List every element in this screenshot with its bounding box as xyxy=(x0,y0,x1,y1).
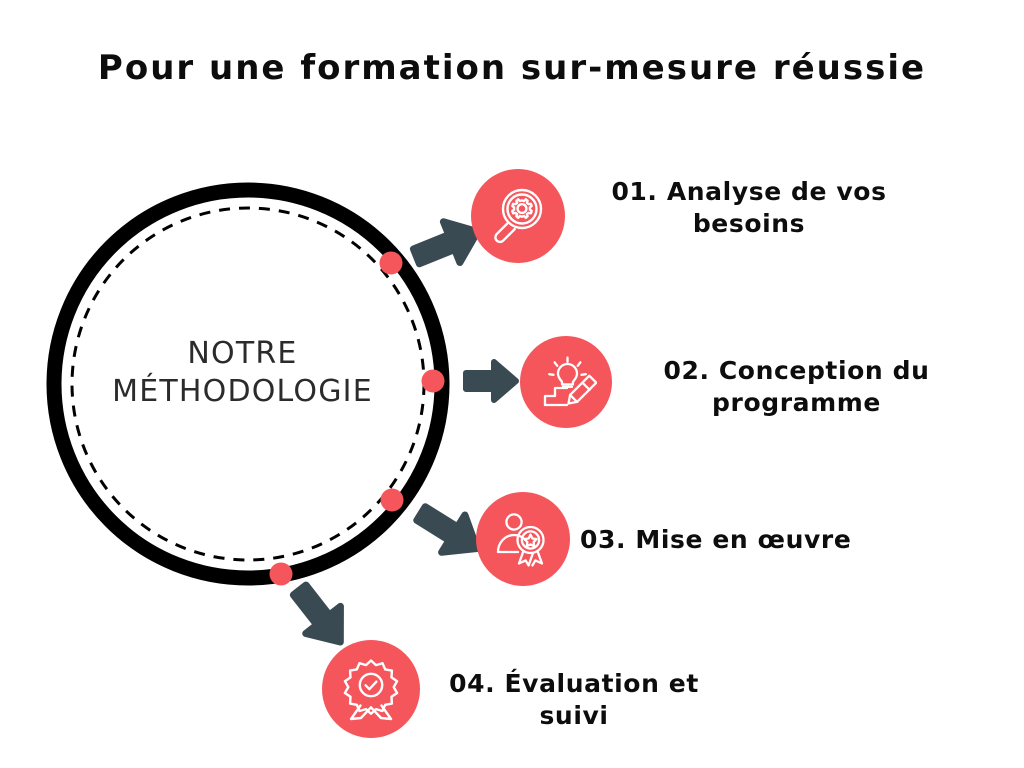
node-dot-04[interactable] xyxy=(269,562,293,586)
arrow-down-right-steep-icon xyxy=(281,580,359,652)
node-dot-01[interactable] xyxy=(379,251,403,275)
rosette-check-icon[interactable] xyxy=(322,640,420,738)
wheel-dashed-ring xyxy=(70,206,426,562)
wheel-outer-ring xyxy=(46,182,450,586)
node-dot-02[interactable] xyxy=(421,369,445,393)
step-04-label: 04. Évaluation et suivi xyxy=(449,669,699,730)
step-02-label: 02. Conception du programme xyxy=(663,356,930,417)
arrow-up-right-icon xyxy=(408,208,486,280)
arrow-down-right-icon xyxy=(410,495,488,567)
methodology-wheel xyxy=(40,176,456,592)
step-01-label: 01. Analyse de vos besoins xyxy=(611,177,887,238)
person-award-icon[interactable] xyxy=(476,492,570,586)
lightbulb-pencil-icon[interactable] xyxy=(520,336,612,428)
node-dot-03[interactable] xyxy=(380,488,404,512)
page-title: Pour une formation sur-mesure réussie xyxy=(97,48,927,88)
arrow-right-icon xyxy=(460,355,522,407)
step-03-label: 03. Mise en œuvre xyxy=(580,525,852,554)
magnifier-gear-icon[interactable] xyxy=(471,169,565,263)
